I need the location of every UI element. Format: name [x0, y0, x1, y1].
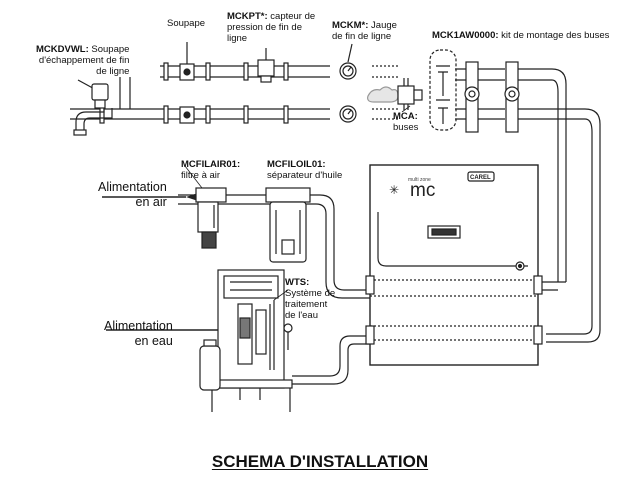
return-loop-lower	[546, 108, 601, 343]
air-arrow	[186, 193, 198, 201]
label-wts: WTS: Système de traitement de l'eau	[285, 277, 336, 321]
unit-star-icon: ✳	[389, 183, 399, 197]
air-filter	[195, 187, 227, 249]
lower-fittings	[99, 105, 289, 124]
water-outlet-pipe	[292, 335, 370, 385]
air-riser-pipe	[119, 77, 131, 109]
label-soupape: Soupape	[167, 18, 206, 29]
nozzle-block-2	[504, 61, 520, 133]
nozzle-block-1	[464, 61, 480, 133]
air-feed-label: Alimentation en air	[98, 180, 167, 209]
leader-lines	[184, 105, 411, 301]
diagram-title: SCHEMA D'INSTALLATION	[211, 452, 429, 471]
label-mckm: MCKM*: Jauge de fin de ligne	[332, 20, 397, 42]
unit-logo: CAREL	[470, 175, 491, 181]
label-mca: MCA: buses	[393, 111, 419, 133]
mc-control-unit	[365, 164, 543, 366]
gauge-upper	[339, 43, 357, 80]
label-mcfilair: MCFILAIR01: filtre à air	[181, 159, 241, 181]
label-mckdvwl: MCKDVWL: Soupape d'échappement de fin de…	[36, 44, 130, 77]
gauge-lower	[339, 105, 357, 123]
exhaust-solenoid-valve	[73, 79, 113, 136]
carel-logo-badge	[467, 171, 495, 182]
label-mckpt: MCKPT*: capteur de pression de fin de li…	[227, 11, 316, 44]
label-mcfiloil: MCFILOIL01: séparateur d'huile	[267, 159, 343, 181]
unit-brand-small: multi zone	[408, 177, 431, 183]
unit-brand: mc	[410, 180, 435, 201]
nozzle-mounting-kit	[429, 49, 457, 131]
mca-nozzle	[367, 78, 423, 110]
lower-valve	[163, 105, 211, 124]
air-inlet-pipe	[178, 194, 370, 299]
pressure-sensor	[243, 48, 289, 83]
label-mck1aw: MCK1AW0000: kit de montage des buses	[432, 30, 610, 41]
oil-separator	[265, 187, 311, 263]
return-loop-upper	[551, 68, 567, 282]
water-feed-label: Alimentation en eau	[104, 319, 173, 348]
soupape-valve	[163, 42, 211, 81]
water-treatment-system	[199, 269, 293, 412]
